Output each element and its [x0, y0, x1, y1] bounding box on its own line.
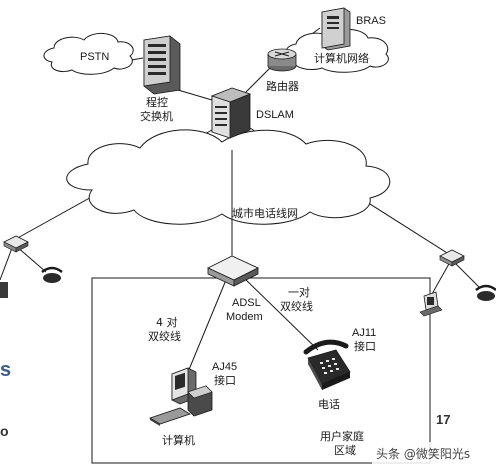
adsl-modem-icon: [206, 255, 260, 287]
link-router-dslam: [243, 65, 273, 95]
home-area-label-line2: 区域: [334, 444, 356, 457]
right-phone-icon: [475, 284, 496, 301]
watermark: 头条 @微笑阳光s: [372, 442, 496, 464]
home-area-label-line1: 用户家庭: [320, 429, 364, 443]
switch-label-line1: 程控: [146, 95, 168, 109]
page-number: 17: [436, 412, 450, 427]
home-phone-icon: [303, 339, 351, 390]
aj45-label-line2: 接口: [214, 374, 236, 387]
bras-label: BRAS: [356, 15, 386, 27]
pstn-cloud: [43, 33, 134, 75]
dslam-label: DSLAM: [256, 109, 294, 121]
left-edge-dot: o: [0, 423, 9, 439]
bras-server-icon: [321, 7, 351, 51]
aj45-label-line1: AJ45: [212, 361, 237, 373]
switch-label-line2: 交换机: [140, 109, 173, 123]
link-left-box-phone: [15, 245, 47, 273]
pair-left-label-line2: 双绞线: [148, 329, 181, 343]
watermark-text: 头条 @微笑阳光s: [376, 446, 470, 461]
link-modem-phone: [243, 277, 319, 351]
pair-right-label-line1: 一对: [288, 285, 310, 299]
aj11-label-line2: 接口: [354, 340, 376, 353]
link-right-box-phone: [453, 261, 481, 289]
computer-label: 计算机: [162, 433, 195, 447]
right-computer-icon: [419, 291, 443, 317]
home-area-box: [91, 277, 431, 464]
pair-right-label-line2: 双绞线: [280, 299, 313, 313]
pstn-label: PSTN: [80, 51, 109, 63]
link-left-box-computer: [0, 247, 13, 281]
adsl-label-line1: ADSL: [232, 297, 261, 309]
link-right-box-computer: [431, 261, 451, 295]
left-phone-icon: [41, 266, 63, 283]
computer-network-label: 计算机网络: [314, 51, 369, 65]
link-switch-dslam: [177, 89, 213, 101]
switch-rack-icon: [143, 35, 181, 95]
city-network-cloud: [66, 129, 391, 225]
left-computer-icon: [0, 282, 8, 298]
computer-network-cloud: [285, 29, 389, 73]
pair-left-label-line1: 4 对: [156, 315, 178, 329]
adsl-label-line2: Modem: [226, 311, 263, 323]
right-modem-icon: [439, 249, 465, 267]
link-modem-computer: [187, 279, 227, 373]
phone-label: 电话: [318, 398, 340, 411]
dslam-rack-icon: [210, 87, 252, 139]
router-icon: [267, 48, 297, 72]
home-computer-icon: [149, 367, 213, 426]
router-label: 路由器: [266, 79, 299, 93]
left-edge-fragment: s: [0, 359, 11, 381]
aj11-label-line1: AJ11: [352, 327, 376, 339]
left-modem-icon: [3, 235, 29, 253]
city-network-label: 城市电话线网: [232, 206, 298, 220]
